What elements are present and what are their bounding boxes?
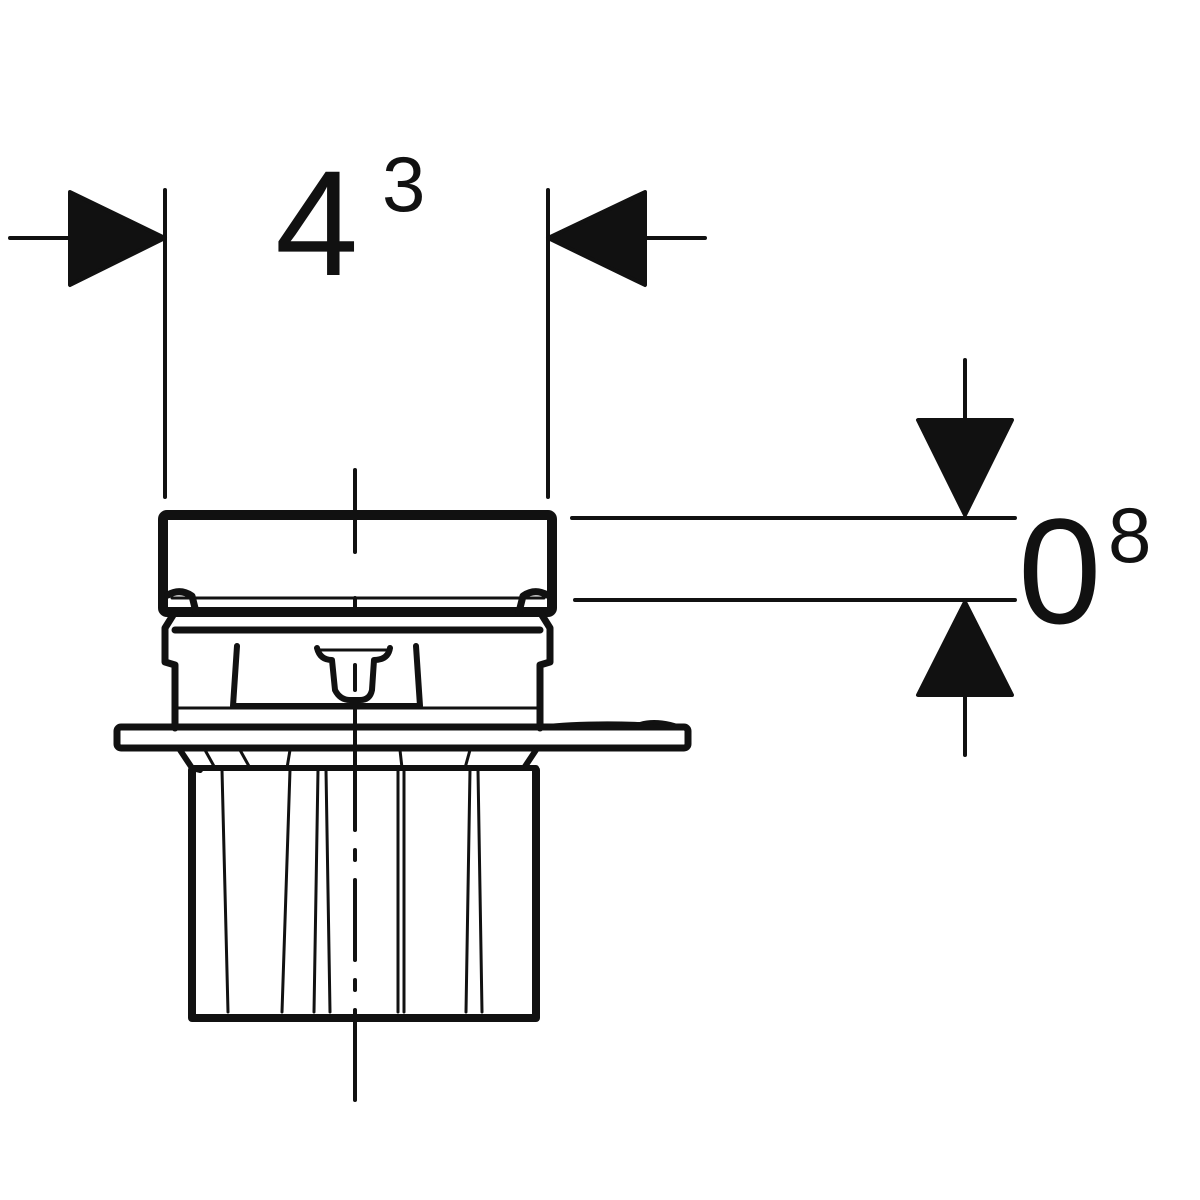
width-value-superscript: 3: [382, 140, 426, 228]
height-dimension: [570, 358, 1017, 757]
cylinder-ribs-left: [203, 748, 472, 1014]
grate-clips: [164, 588, 551, 616]
arrow-down-icon: [916, 418, 1014, 517]
cylinder-ribs-right: [312, 768, 484, 1014]
arrow-up-icon: [916, 600, 1014, 697]
width-dimension: [8, 188, 707, 499]
arrow-left-icon: [546, 190, 647, 287]
upper-housing: [161, 608, 554, 732]
inner-insert: [230, 643, 423, 709]
flange: [113, 723, 692, 752]
height-value-superscript: 8: [1108, 491, 1152, 579]
drain-body: [113, 510, 692, 1022]
arrow-right-icon: [68, 190, 167, 287]
height-value: 0: [1018, 487, 1102, 655]
flange-tab: [538, 720, 690, 732]
lower-cylinder: [188, 766, 540, 1022]
top-grate-frame: [158, 510, 557, 617]
width-value: 4: [275, 139, 359, 307]
